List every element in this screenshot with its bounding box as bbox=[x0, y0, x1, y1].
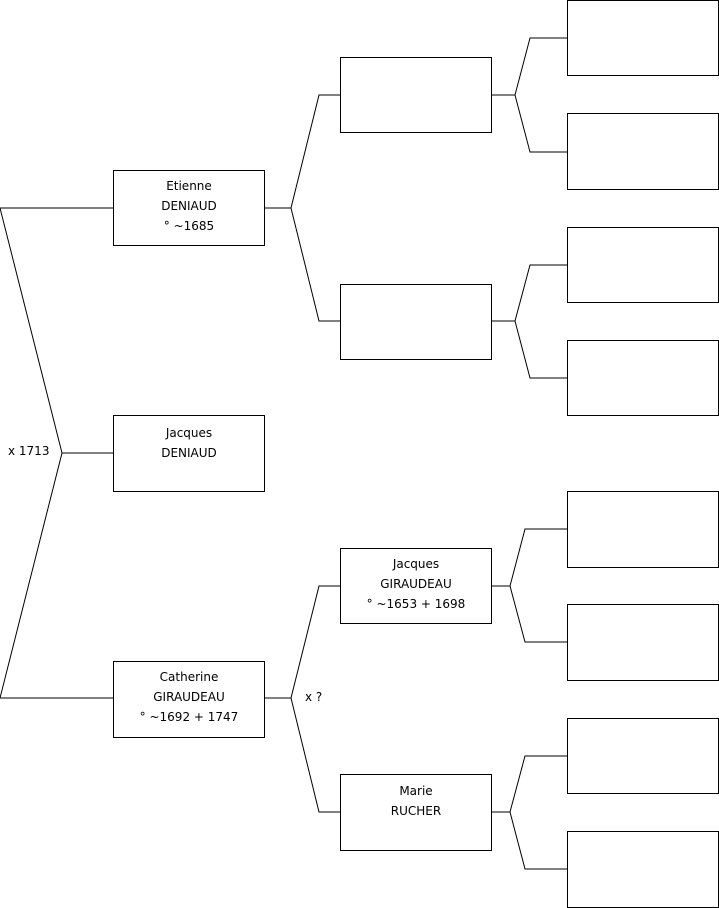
person-first-name: Jacques bbox=[165, 426, 212, 440]
person-box-great-grandparent-2[interactable] bbox=[567, 113, 719, 190]
person-dates: ° ~1692 + 1747 bbox=[140, 710, 239, 724]
connector-pgf-fork bbox=[514, 37, 567, 153]
person-box-great-grandparent-1[interactable] bbox=[567, 0, 719, 76]
person-box-maternal-grandmother[interactable]: Marie RUCHER bbox=[340, 774, 492, 851]
person-box-mother[interactable]: Catherine GIRAUDEAU ° ~1692 + 1747 bbox=[113, 661, 265, 738]
person-last-name: DENIAUD bbox=[161, 199, 217, 213]
person-dates: ° ~1685 bbox=[164, 219, 214, 233]
person-first-name: Etienne bbox=[166, 179, 212, 193]
person-box-maternal-grandfather[interactable]: Jacques GIRAUDEAU ° ~1653 + 1698 bbox=[340, 548, 492, 624]
connector-mgf-fork bbox=[509, 528, 567, 643]
person-box-great-grandparent-6[interactable] bbox=[567, 604, 719, 681]
person-box-paternal-grandfather[interactable] bbox=[340, 57, 492, 133]
person-first-name: Catherine bbox=[160, 670, 219, 684]
connector-paternal-fork bbox=[290, 94, 340, 322]
person-box-great-grandparent-8[interactable] bbox=[567, 831, 719, 908]
connector-mgm-fork bbox=[509, 755, 567, 870]
person-dates: ° ~1653 + 1698 bbox=[367, 597, 466, 611]
person-box-subject[interactable]: Jacques DENIAUD bbox=[113, 415, 265, 492]
person-last-name: GIRAUDEAU bbox=[380, 577, 452, 591]
person-box-father[interactable]: Etienne DENIAUD ° ~1685 bbox=[113, 170, 265, 246]
connector-pgm-fork bbox=[514, 264, 567, 379]
person-box-great-grandparent-4[interactable] bbox=[567, 340, 719, 416]
person-first-name: Jacques bbox=[392, 557, 439, 571]
connector-maternal-fork bbox=[290, 585, 340, 813]
person-box-great-grandparent-5[interactable] bbox=[567, 491, 719, 568]
person-last-name: GIRAUDEAU bbox=[153, 690, 225, 704]
person-last-name: DENIAUD bbox=[161, 446, 217, 460]
marriage-label-maternal-grandparents: x ? bbox=[305, 690, 322, 704]
person-first-name: Marie bbox=[399, 784, 432, 798]
connector-lines bbox=[0, 37, 567, 870]
connector-parents-fork bbox=[0, 207, 113, 699]
person-box-paternal-grandmother[interactable] bbox=[340, 284, 492, 360]
marriage-label-parents: x 1713 bbox=[8, 444, 49, 458]
person-box-great-grandparent-3[interactable] bbox=[567, 227, 719, 303]
person-box-great-grandparent-7[interactable] bbox=[567, 718, 719, 794]
person-last-name: RUCHER bbox=[391, 804, 441, 818]
